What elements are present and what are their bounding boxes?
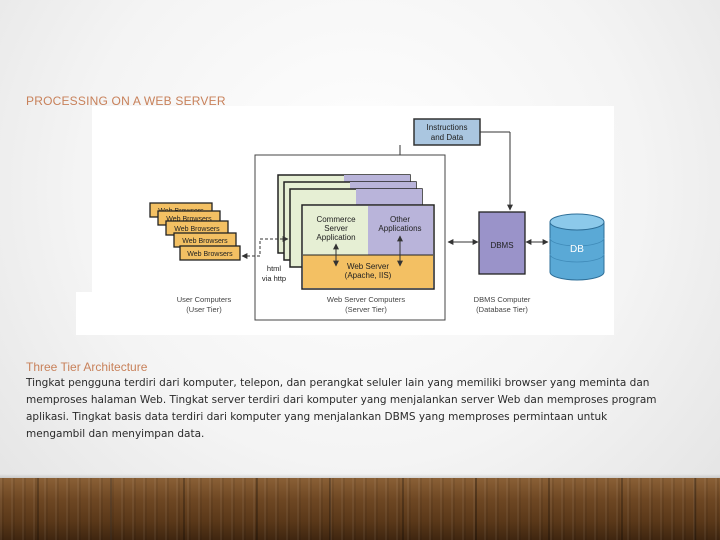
other-apps-label-2: Applications [378,224,421,233]
user-caption-1: User Computers [177,295,232,304]
dbms-caption-2: (Database Tier) [476,305,528,314]
html-label-2: via http [262,274,286,283]
web-server-label-2: (Apache, IIS) [345,271,392,280]
html-label-1: html [267,264,282,273]
slide-body-text: Tingkat pengguna terdiri dari komputer, … [26,377,657,440]
browser-label-3: Web Browsers [174,226,220,233]
browser-stack: Web Browsers Web Browsers Web Browsers W… [149,202,241,261]
slide-subtitle: Three Tier Architecture [26,360,148,374]
instructions-label-1: Instructions [427,123,468,132]
other-apps-label-1: Other [390,215,410,224]
commerce-label-1: Commerce [316,215,356,224]
db-label: DB [570,244,584,255]
wood-floor-decoration [0,478,720,540]
instructions-label-2: and Data [431,133,464,142]
user-caption-2: (User Tier) [186,305,222,314]
slide-title: PROCESSING ON A WEB SERVER [26,94,226,108]
dbms-caption-1: DBMS Computer [474,295,531,304]
server-card-front: Commerce Server Application Other Applic… [301,204,435,290]
commerce-label-2: Server [324,224,348,233]
commerce-label-3: Application [316,233,355,242]
figure-white-patch [76,292,174,335]
browser-label-4: Web Browsers [182,238,228,245]
dbms-box: DBMS [478,211,526,275]
browser-label-5: Web Browsers [187,251,233,258]
arrow-browser-server [241,236,289,259]
web-server-label-1: Web Server [347,262,389,271]
server-caption-2: (Server Tier) [345,305,387,314]
web-server-region [303,255,433,288]
database-cylinder: DB [549,213,605,281]
instructions-box: Instructions and Data [413,118,481,146]
browser-label-2: Web Browsers [166,216,212,223]
architecture-diagram: Instructions and Data Commerce Serve [92,106,614,335]
server-caption-1: Web Server Computers [327,295,405,304]
dbms-label: DBMS [490,241,513,250]
